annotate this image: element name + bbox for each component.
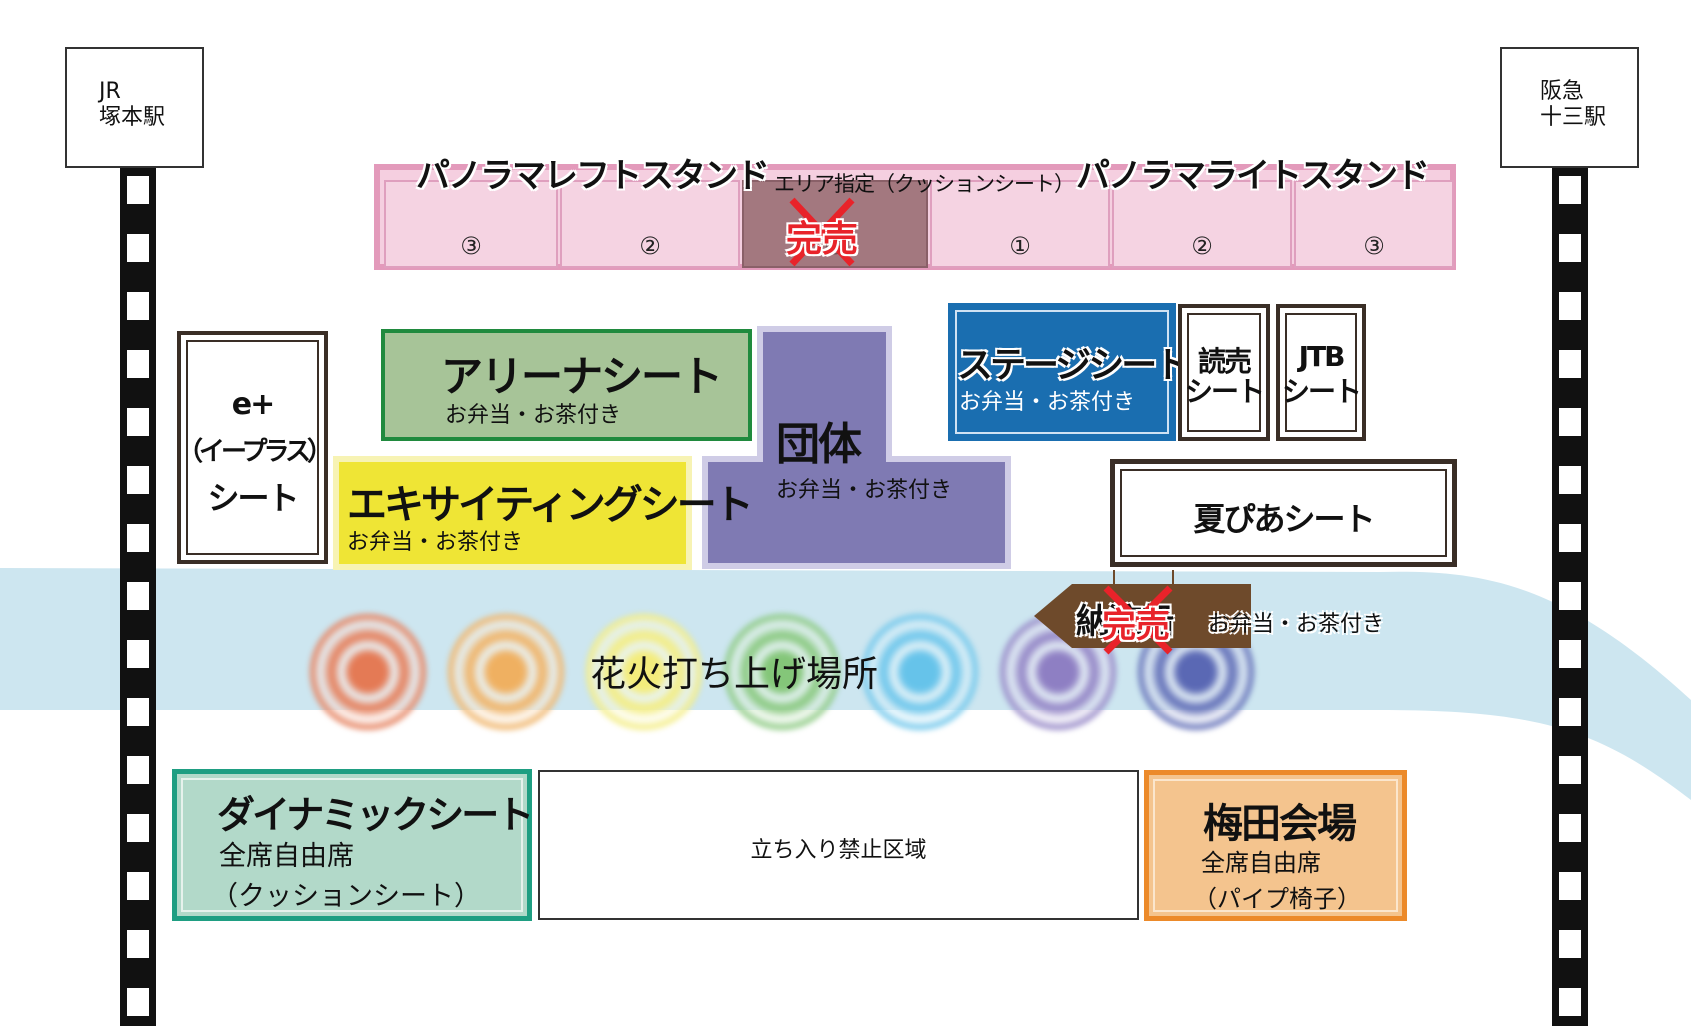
exciting-subtitle: お弁当・お茶付き — [347, 530, 524, 555]
exciting-seat-block[interactable]: エキサイティングシート お弁当・お茶付き — [333, 456, 754, 570]
rail-tie — [1559, 234, 1581, 262]
panorama-right-title: パノラマライトスタンド — [1076, 156, 1430, 196]
firework-icon — [862, 614, 978, 730]
yomiuri-seat-block[interactable]: 読売 シート — [1178, 304, 1270, 441]
umeda-venue-block[interactable]: 梅田会場 全席自由席 （パイプ椅子） — [1144, 770, 1407, 921]
eplus-title: e+ — [231, 387, 275, 422]
boat-mast — [1113, 570, 1115, 588]
rail-tie — [127, 814, 149, 842]
boat-sold-label: 完売 — [1102, 606, 1170, 646]
group-title: 団体 — [776, 419, 862, 470]
railway-track-right — [1552, 168, 1588, 1026]
boat-mast — [1172, 570, 1174, 588]
panorama-right-section-3[interactable]: ③ — [1294, 180, 1454, 268]
rail-tie — [127, 524, 149, 552]
station-line-name: JR — [99, 79, 121, 104]
stage-title: ステージシート — [957, 345, 1190, 386]
rail-tie — [127, 930, 149, 958]
dynamic-line2: （クッションシート） — [211, 881, 481, 912]
rail-tie — [1559, 292, 1581, 320]
firework-icon — [586, 614, 702, 730]
panorama-stand[interactable]: ③ ② ④ ① ② ③ — [374, 164, 1456, 270]
eplus-seat-block[interactable]: e+ （イープラス） シート — [177, 331, 333, 564]
dynamic-line1: 全席自由席 — [219, 841, 354, 872]
rail-tie — [1559, 698, 1581, 726]
panorama-left-title: パノラマレフトスタンド — [416, 156, 770, 196]
arena-title: アリーナシート — [441, 352, 723, 401]
rail-tie — [127, 756, 149, 784]
station-line-name: 阪急 — [1540, 79, 1585, 104]
rail-tie — [1559, 930, 1581, 958]
railway-track-left — [120, 168, 156, 1026]
rail-tie — [127, 408, 149, 436]
panorama-right-section-1[interactable]: ① — [930, 180, 1110, 268]
rail-tie — [1559, 176, 1581, 204]
firework-icon — [724, 614, 840, 730]
eplus-seat-label: シート — [207, 479, 299, 517]
exciting-title: エキサイティングシート — [347, 482, 754, 528]
cross-mark-icon — [1103, 585, 1173, 655]
station-hankyu-juso: 阪急 十三駅 — [1500, 47, 1639, 168]
panorama-center-label: エリア指定（クッションシート） — [774, 172, 1075, 196]
panorama-right-section-2[interactable]: ② — [1112, 180, 1292, 268]
yomiuri-title: 読売 — [1197, 345, 1252, 378]
natsupia-title: 夏ぴあシート — [1193, 500, 1375, 538]
rail-tie — [127, 640, 149, 668]
station-jr-tsukamoto: JR 塚本駅 — [65, 47, 204, 168]
natsupia-seat-block[interactable]: 夏ぴあシート — [1110, 459, 1457, 567]
river — [0, 568, 1691, 800]
group-seat-block[interactable] — [702, 326, 1012, 569]
rail-tie — [1559, 582, 1581, 610]
station-name: 塚本駅 — [99, 105, 166, 130]
arena-subtitle: お弁当・お茶付き — [445, 403, 622, 428]
eplus-subtitle: （イープラス） — [177, 437, 333, 467]
rail-tie — [127, 698, 149, 726]
rail-tie — [127, 988, 149, 1016]
arena-seat-block[interactable]: アリーナシート お弁当・お茶付き — [381, 329, 752, 441]
firework-icon — [310, 614, 426, 730]
firework-icon — [448, 614, 564, 730]
group-subtitle: お弁当・お茶付き — [776, 478, 953, 503]
jtb-seat-block[interactable]: JTB シート — [1276, 304, 1366, 441]
rail-tie — [1559, 640, 1581, 668]
panorama-left-section-3[interactable]: ③ — [384, 180, 558, 268]
rail-tie — [1559, 814, 1581, 842]
boat-subtitle: お弁当・お茶付き — [1208, 612, 1385, 637]
rail-tie — [1559, 350, 1581, 378]
rail-tie — [127, 176, 149, 204]
umeda-line2: （パイプ椅子） — [1193, 885, 1361, 913]
restricted-zone-label: 立ち入り禁止区域 — [750, 838, 927, 863]
cross-mark-icon — [789, 197, 855, 267]
rail-tie — [1559, 872, 1581, 900]
panorama-center-sold-label: 完売 — [786, 219, 859, 260]
umeda-line1: 全席自由席 — [1201, 849, 1321, 877]
rail-tie — [127, 582, 149, 610]
launch-site-label: 花火打ち上げ場所 — [590, 654, 879, 695]
panorama-left-section-2[interactable]: ② — [560, 180, 740, 268]
umeda-title: 梅田会場 — [1203, 801, 1357, 847]
rail-tie — [1559, 524, 1581, 552]
jtb-seat-label: シート — [1281, 375, 1362, 408]
rail-tie — [127, 292, 149, 320]
dynamic-seat-block[interactable]: ダイナミックシート 全席自由席 （クッションシート） — [172, 769, 534, 921]
rail-tie — [1559, 756, 1581, 784]
yomiuri-seat-label: シート — [1184, 375, 1265, 408]
jtb-title: JTB — [1298, 340, 1346, 373]
rail-tie — [1559, 466, 1581, 494]
rail-tie — [1559, 408, 1581, 436]
rail-tie — [127, 872, 149, 900]
rail-tie — [127, 466, 149, 494]
dynamic-title: ダイナミックシート — [217, 793, 534, 837]
station-name: 十三駅 — [1540, 105, 1607, 130]
restricted-zone: 立ち入り禁止区域 — [538, 770, 1139, 920]
stage-seat-block[interactable]: ステージシート お弁当・お茶付き — [948, 303, 1190, 441]
rail-tie — [127, 234, 149, 262]
rail-tie — [127, 350, 149, 378]
rail-tie — [1559, 988, 1581, 1016]
stage-subtitle: お弁当・お茶付き — [959, 390, 1136, 415]
